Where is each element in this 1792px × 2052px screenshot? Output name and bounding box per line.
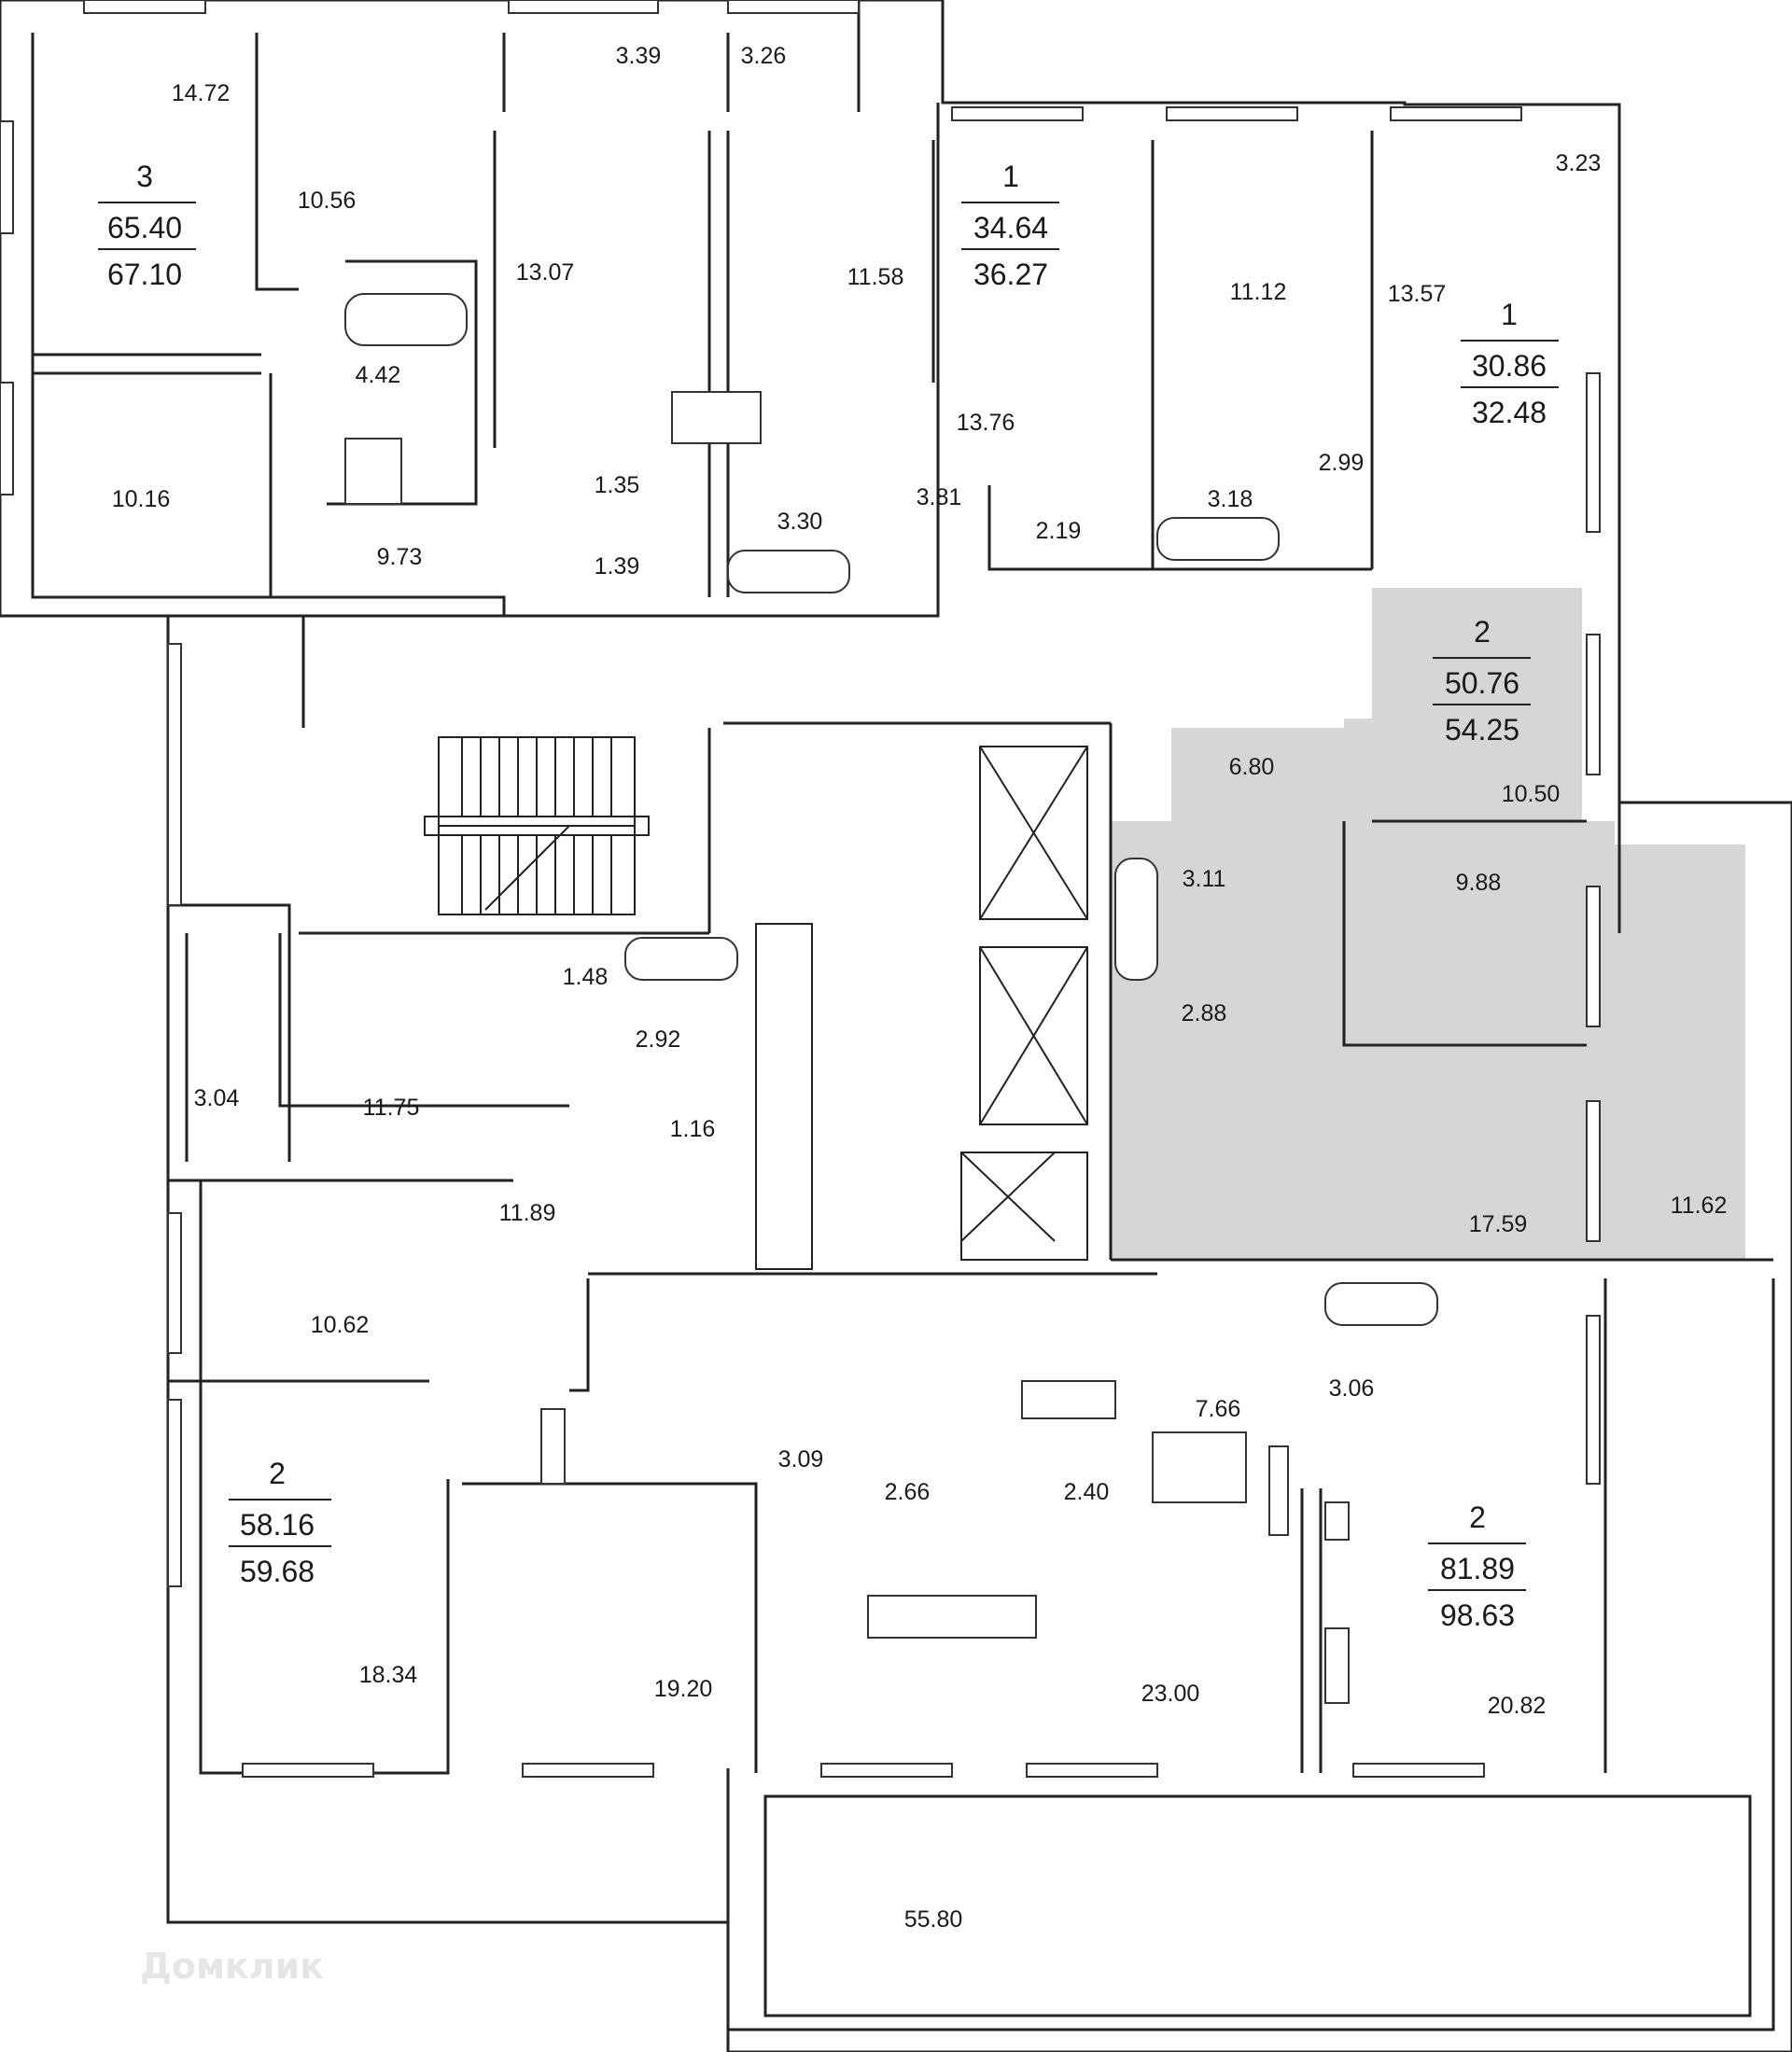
apt-2sw-living: 58.16	[240, 1508, 315, 1542]
apt-3-living: 65.40	[107, 211, 182, 244]
room-area: 13.76	[957, 410, 1015, 436]
room-area: 2.19	[1036, 518, 1082, 544]
room-area-labels: 14.72 10.56 3.39 3.26 13.07 11.58 3.23 1…	[112, 43, 1728, 1933]
apt-3-rooms: 3	[136, 160, 153, 193]
apt-3-total: 67.10	[107, 258, 182, 291]
room-area: 11.89	[499, 1200, 556, 1226]
room-area: 2.99	[1319, 450, 1365, 476]
room-area: 2.66	[885, 1479, 931, 1505]
apt-1a-rooms: 1	[1002, 160, 1019, 193]
room-area: 2.92	[636, 1026, 681, 1053]
room-area: 2.88	[1182, 1000, 1227, 1026]
room-area: 18.34	[359, 1662, 418, 1688]
apt-2sel-living: 50.76	[1445, 666, 1519, 700]
room-area: 3.06	[1329, 1375, 1375, 1402]
watermark: Домклик	[140, 1946, 324, 1987]
room-area: 3.04	[194, 1085, 240, 1111]
room-area: 1.39	[595, 553, 640, 579]
room-area: 14.72	[172, 80, 231, 106]
apt-1a-living: 34.64	[973, 211, 1048, 244]
room-area: 10.56	[298, 188, 357, 214]
room-area: 3.23	[1556, 150, 1602, 176]
apt-2sel-rooms: 2	[1474, 615, 1491, 649]
room-area: 13.57	[1388, 281, 1447, 307]
room-area: 4.42	[356, 362, 401, 388]
apartment-labels: 3 65.40 67.10 1 34.64 36.27 1 30.86 32.4…	[98, 160, 1559, 1632]
apt-1b-total: 32.48	[1472, 396, 1547, 429]
selected-apartment-fill	[1111, 588, 1745, 1260]
room-area: 55.80	[904, 1906, 963, 1933]
room-area: 9.73	[377, 544, 423, 570]
room-area: 20.82	[1488, 1693, 1547, 1719]
room-area: 11.75	[363, 1095, 420, 1121]
windows	[0, 0, 1601, 1778]
room-area: 3.18	[1208, 486, 1253, 512]
apt-2sw-total: 59.68	[240, 1555, 315, 1588]
room-area: 23.00	[1141, 1681, 1200, 1707]
room-area: 6.80	[1229, 754, 1275, 780]
room-area: 9.88	[1456, 870, 1502, 896]
room-area: 10.62	[311, 1312, 370, 1338]
apt-1b-living: 30.86	[1472, 349, 1547, 383]
apt-2se-total: 98.63	[1440, 1598, 1515, 1632]
room-area: 19.20	[654, 1676, 713, 1702]
room-area: 1.16	[670, 1116, 716, 1142]
room-area: 17.59	[1469, 1211, 1528, 1237]
apt-1b-rooms: 1	[1501, 298, 1518, 331]
fixtures	[344, 293, 1438, 1704]
apt-2sel-total: 54.25	[1445, 713, 1519, 747]
room-area: 3.81	[917, 484, 962, 510]
room-area: 2.40	[1064, 1479, 1110, 1505]
apt-2se-living: 81.89	[1440, 1552, 1515, 1585]
room-area: 13.07	[516, 259, 575, 286]
room-area: 11.12	[1230, 279, 1287, 305]
room-area: 11.62	[1671, 1193, 1728, 1219]
elevator-shafts	[755, 746, 1088, 1270]
room-area: 3.39	[616, 43, 662, 69]
room-area: 3.11	[1183, 866, 1226, 892]
apt-2sw-rooms: 2	[269, 1457, 286, 1490]
apt-1a-total: 36.27	[973, 258, 1048, 291]
room-area: 3.09	[778, 1446, 824, 1473]
room-area: 3.26	[741, 43, 787, 69]
apt-2se-rooms: 2	[1469, 1501, 1486, 1534]
room-area: 1.48	[563, 964, 609, 990]
room-area: 10.50	[1502, 781, 1561, 807]
room-area: 7.66	[1196, 1396, 1241, 1422]
room-area: 3.30	[777, 509, 823, 535]
room-area: 1.35	[595, 472, 640, 498]
room-area: 10.16	[112, 486, 171, 512]
stairwell	[424, 736, 650, 915]
room-area: 11.58	[847, 264, 904, 290]
